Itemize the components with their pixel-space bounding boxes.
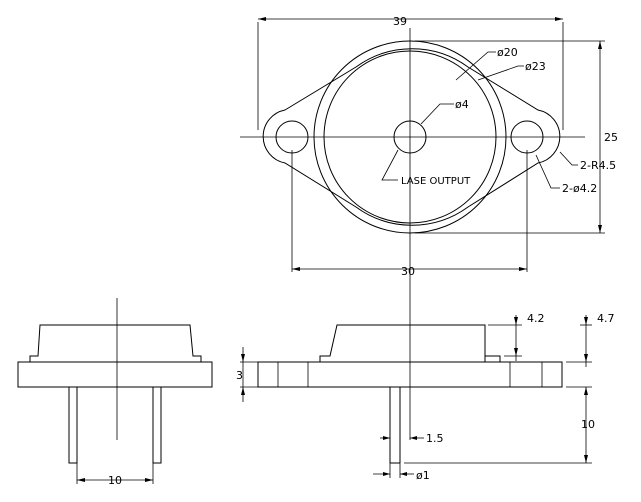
dim-corner-radius: 2-R4.5 (580, 159, 616, 172)
dim-cap-height-b: 4.7 (597, 312, 615, 325)
dim-pin-offset: 1.5 (426, 432, 444, 445)
dim-pin-diameter: ø1 (416, 469, 430, 482)
laser-output-label: LASE OUTPUT (401, 176, 471, 187)
side-flange (17, 361, 213, 388)
flange-outline (262, 48, 561, 226)
front-view: 3 4.2 4.7 10 1.5 ø1 (236, 312, 615, 482)
side-cap (29, 324, 202, 362)
dim-mount-holes: 2-ø4.2 (562, 182, 597, 195)
dim-flange-thickness: 3 (236, 369, 243, 382)
dim-overall-width: 39 (393, 15, 407, 28)
dim-inner-diameter: ø20 (497, 46, 518, 59)
dim-outer-diameter: ø23 (525, 60, 546, 73)
side-pin-left (68, 386, 78, 464)
dim-center-hole: ø4 (455, 98, 469, 111)
dim-hole-spacing: 30 (401, 265, 415, 278)
side-view: 10 (17, 298, 213, 487)
top-view: 39 25 30 ø20 ø23 ø4 LASE OUTPUT 2-R4.5 2… (240, 15, 618, 440)
side-pin-right (152, 386, 162, 464)
dim-pin-length: 10 (581, 418, 595, 431)
dim-pin-spacing: 10 (108, 474, 122, 487)
front-cap (319, 324, 486, 362)
dim-height: 25 (604, 131, 618, 144)
front-flange (257, 361, 563, 388)
dim-cap-height-a: 4.2 (527, 312, 545, 325)
